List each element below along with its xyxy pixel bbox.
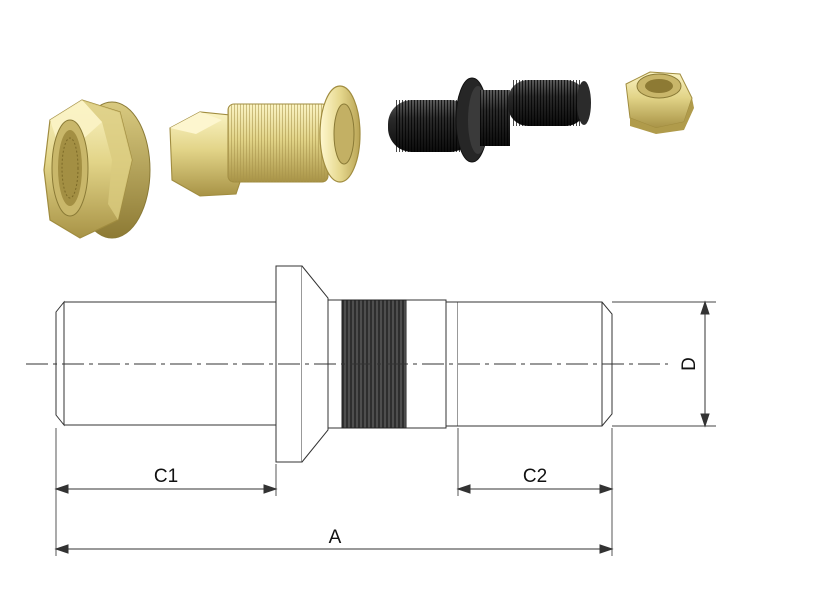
dimension-label-c1: C1 — [154, 466, 178, 487]
dimension-label-d: D — [679, 357, 700, 371]
wheel-stud-icon — [388, 77, 591, 163]
hex-nut-icon — [625, 71, 694, 134]
threaded-sleeve-icon — [169, 85, 361, 197]
dimension-lines — [54, 300, 710, 554]
extension-lines — [55, 301, 716, 556]
dimension-label-c2: C2 — [523, 466, 547, 487]
dimension-label-a: A — [329, 527, 342, 548]
parts-row — [43, 71, 694, 239]
cap-nut-icon — [43, 99, 151, 239]
